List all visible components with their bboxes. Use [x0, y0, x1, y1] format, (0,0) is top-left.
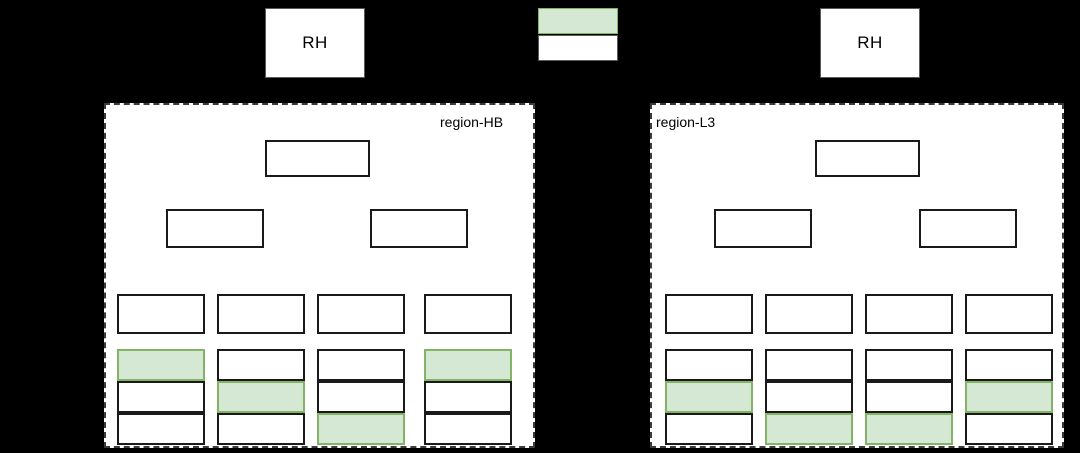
stack-cell[interactable]: [865, 413, 953, 445]
stack-cell[interactable]: [665, 381, 753, 413]
stack-cell[interactable]: [665, 349, 753, 381]
region-l3-label: region-L3: [656, 114, 716, 130]
rh-box-left[interactable]: RH: [265, 8, 365, 78]
stack-cell[interactable]: [865, 349, 953, 381]
region-l3-root-node[interactable]: [815, 140, 920, 177]
region-l3-stack-1: [665, 349, 753, 445]
region-hb-stack-2: [217, 349, 305, 445]
region-hb-leaf-node-3[interactable]: [317, 294, 405, 334]
stack-cell[interactable]: [217, 381, 305, 413]
stack-cell[interactable]: [117, 349, 205, 381]
region-l3-stack-4: [965, 349, 1053, 445]
region-hb-leaf-node-1[interactable]: [117, 294, 205, 334]
rh-box-right[interactable]: RH: [820, 8, 920, 78]
stack-cell[interactable]: [765, 413, 853, 445]
region-l3-mid-node-1[interactable]: [714, 209, 812, 248]
region-l3-leaf-node-4[interactable]: [965, 294, 1053, 334]
region-hb-label: region-HB: [440, 114, 504, 130]
stack-cell[interactable]: [217, 413, 305, 445]
rh-box-right-label: RH: [857, 33, 883, 52]
region-l3-stack-3: [865, 349, 953, 445]
region-hb-stack-3: [317, 349, 405, 445]
region-l3-leaf-node-1[interactable]: [665, 294, 753, 334]
stack-cell[interactable]: [317, 349, 405, 381]
region-hb-stack-4: [424, 349, 512, 445]
stack-cell[interactable]: [424, 349, 512, 381]
stack-cell[interactable]: [117, 381, 205, 413]
stack-cell[interactable]: [965, 349, 1053, 381]
region-hb-mid-node-2[interactable]: [370, 209, 468, 248]
legend: [538, 8, 618, 62]
stack-cell[interactable]: [317, 381, 405, 413]
region-l3-leaf-node-3[interactable]: [865, 294, 953, 334]
region-l3-mid-node-2[interactable]: [919, 209, 1017, 248]
stack-cell[interactable]: [665, 413, 753, 445]
region-l3-stack-2: [765, 349, 853, 445]
stack-cell[interactable]: [117, 413, 205, 445]
region-hb-mid-node-1[interactable]: [166, 209, 264, 248]
region-hb-root-node[interactable]: [265, 140, 370, 177]
legend-swatch-highlighted: [538, 8, 618, 34]
stack-cell[interactable]: [317, 413, 405, 445]
stack-cell[interactable]: [865, 381, 953, 413]
region-hb-leaf-node-2[interactable]: [217, 294, 305, 334]
stack-cell[interactable]: [965, 413, 1053, 445]
stack-cell[interactable]: [424, 381, 512, 413]
region-hb-leaf-node-4[interactable]: [424, 294, 512, 334]
region-hb-stack-1: [117, 349, 205, 445]
stack-cell[interactable]: [424, 413, 512, 445]
legend-swatch-normal: [538, 35, 618, 61]
rh-box-left-label: RH: [302, 33, 328, 52]
stack-cell[interactable]: [965, 381, 1053, 413]
stack-cell[interactable]: [765, 381, 853, 413]
region-l3-leaf-node-2[interactable]: [765, 294, 853, 334]
stack-cell[interactable]: [217, 349, 305, 381]
stack-cell[interactable]: [765, 349, 853, 381]
